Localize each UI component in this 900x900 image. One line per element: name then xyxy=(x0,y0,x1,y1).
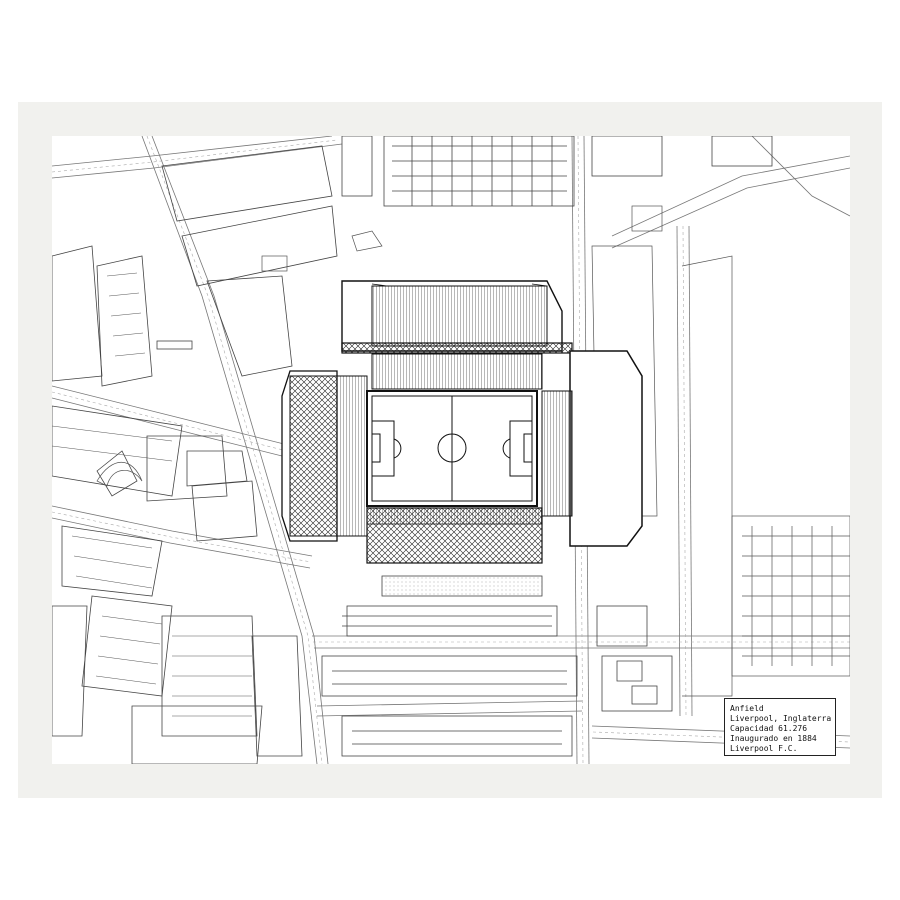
legend-location: Liverpool, Inglaterra xyxy=(730,714,832,723)
legend-stadium-name: Anfield xyxy=(730,704,764,713)
terraces-top xyxy=(341,136,773,207)
anfield-stadium xyxy=(281,280,643,564)
pitch-markings xyxy=(371,395,533,502)
building-blocks xyxy=(52,145,338,764)
terraces-bottom xyxy=(321,575,578,757)
map-legend: Anfield Liverpool, Inglaterra Capacidad … xyxy=(724,698,836,756)
terrace-details xyxy=(52,272,252,717)
legend-club: Liverpool F.C. xyxy=(730,744,798,753)
legend-capacity: Capacidad 61.276 xyxy=(730,724,808,733)
map-canvas: Anfield Liverpool, Inglaterra Capacidad … xyxy=(52,136,850,764)
buildings-right-lower xyxy=(596,605,673,712)
legend-opened: Inaugurado en 1884 xyxy=(730,734,817,743)
map-drawing xyxy=(52,136,850,764)
